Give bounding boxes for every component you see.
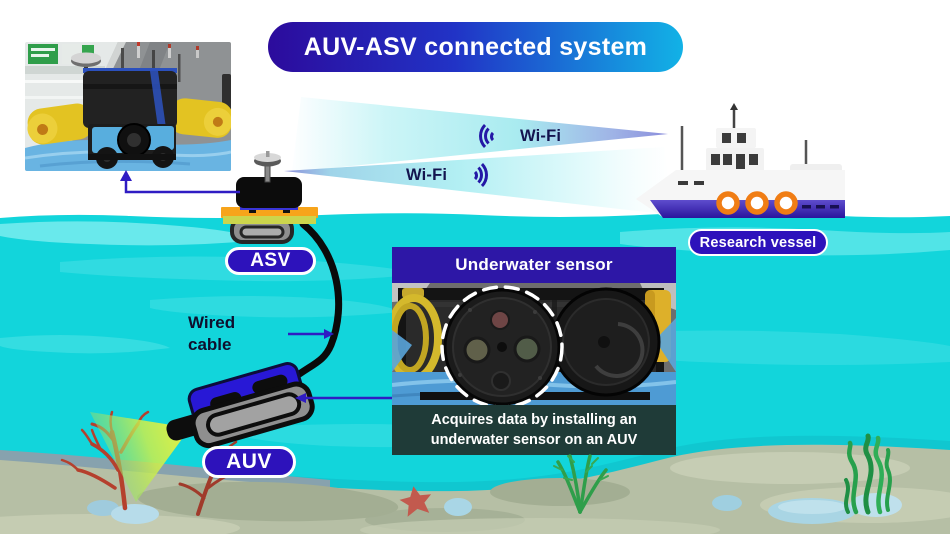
starfish: [399, 486, 432, 517]
asv-label-text: ASV: [250, 250, 291, 271]
life-ring-icon: [774, 191, 798, 215]
underwater-sensor-photo: [392, 283, 676, 405]
wifi-label-upper: Wi-Fi: [479, 119, 561, 153]
research-vessel-illustration: [636, 103, 845, 218]
asv-illustration: [221, 151, 318, 244]
wifi-waves-right-icon: [454, 158, 489, 192]
wifi-lower-text: Wi-Fi: [406, 165, 448, 184]
sensor-panel-caption: Acquires data by installing an underwate…: [392, 405, 676, 455]
sensor-header-bar: [392, 247, 676, 283]
sensor-caption-bar: [392, 405, 676, 455]
auv-illustration: [166, 362, 315, 449]
sensor-panel-header: Underwater sensor: [455, 255, 613, 274]
page-title-text: AUV-ASV connected system: [303, 32, 648, 61]
auv-light-cone: [90, 412, 190, 502]
wifi-upper-text: Wi-Fi: [520, 126, 562, 145]
seaweed-tall: [844, 433, 892, 515]
sensor-caption-line1: Acquires data by installing an: [431, 412, 637, 428]
wifi-label-lower: Wi-Fi: [406, 158, 489, 192]
seaweed-bush: [553, 454, 609, 514]
arrow-sensor-to-auv: [295, 393, 392, 403]
sensor-caption-line2: underwater sensor on an AUV: [430, 432, 638, 448]
auv-label-text: AUV: [226, 450, 272, 473]
research-vessel-label-pill: Research vessel: [688, 229, 828, 256]
page-title: AUV-ASV connected system: [268, 22, 683, 72]
arrow-wired-cable: [288, 329, 334, 339]
wired-cable-label: Wired cable: [188, 313, 236, 355]
life-ring-icon: [716, 191, 740, 215]
dashed-highlight-circle: [440, 285, 564, 405]
asv-label-pill: ASV: [225, 247, 316, 275]
arrow-asv-to-photo: [120, 170, 240, 194]
underwater-sensor-panel: [392, 247, 676, 455]
auv-label-pill: AUV: [202, 446, 296, 478]
life-ring-icon: [745, 191, 769, 215]
tether-cable: [287, 220, 343, 384]
wifi-waves-left-icon: [479, 119, 513, 153]
research-vessel-label-text: Research vessel: [699, 234, 817, 251]
asv-photo: [25, 42, 231, 171]
